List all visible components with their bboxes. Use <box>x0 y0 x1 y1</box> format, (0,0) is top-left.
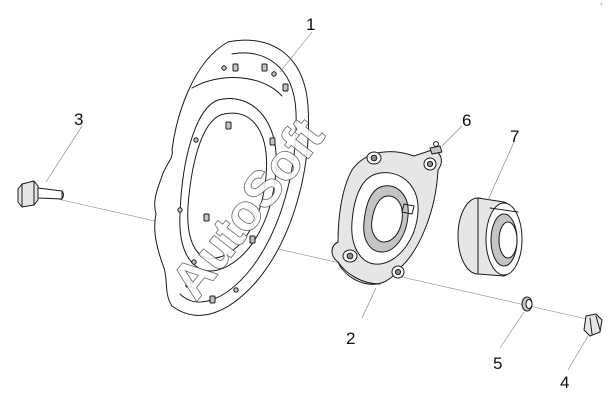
callout-2: 2 <box>346 329 355 348</box>
part-7-bearing-insert <box>457 197 523 277</box>
callout-5: 5 <box>493 354 502 373</box>
callout-1: 1 <box>306 15 315 34</box>
callout-6: 6 <box>462 111 471 130</box>
part-1-back-plate <box>154 39 309 316</box>
corner-mark: ’ <box>600 2 602 13</box>
part-4-cap-nut <box>583 313 603 337</box>
callout-3: 3 <box>74 110 83 129</box>
leader-lines <box>45 31 589 371</box>
part-5-nut <box>521 296 533 312</box>
callout-7: 7 <box>510 127 519 146</box>
callout-labels: 1 2 3 4 5 6 7 <box>74 15 569 392</box>
part-6-grease-fitting <box>429 141 443 155</box>
part-2-bearing-housing <box>331 149 442 285</box>
part-3-bolt <box>17 180 64 208</box>
assembly-axis <box>39 194 601 323</box>
callout-4: 4 <box>560 373 569 392</box>
